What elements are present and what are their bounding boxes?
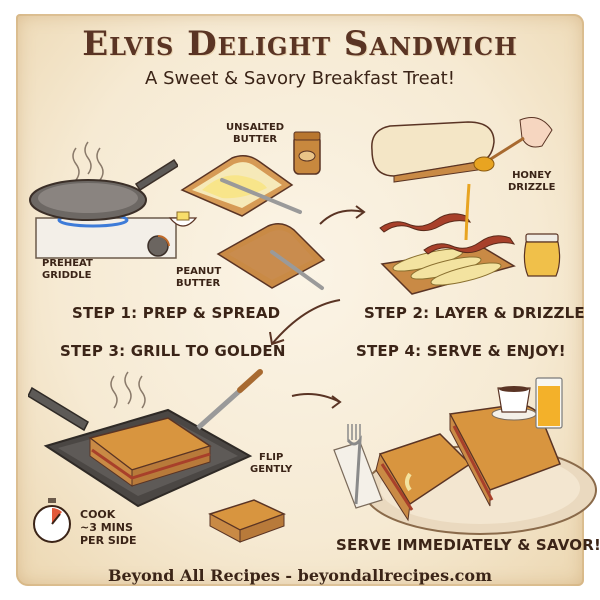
step-4-label: STEP 4: SERVE & ENJOY! [356,342,566,360]
butter-toast-icon [172,150,302,220]
step-3-label: STEP 3: GRILL TO GOLDEN [60,342,286,360]
honey-jar-icon [522,232,562,280]
arrow-icon [318,202,368,228]
arrow-icon [290,388,346,412]
grill-pan-sandwich-icon [28,366,268,516]
page-title: Elvis Delight Sandwich [82,24,518,64]
serve-note: SERVE IMMEDIATELY & SAVOR! [336,536,600,554]
layered-sandwich-icon [374,180,554,300]
coffee-and-juice-icon [490,372,566,432]
step-1-label: STEP 1: PREP & SPREAD [72,304,281,322]
frying-pan-on-stove-icon [28,128,178,268]
honey-dipper-hand-icon [470,116,554,176]
peanut-butter-jar-icon [290,128,324,176]
plated-sandwich-icon [350,394,600,544]
step-2-label: STEP 2: LAYER & DRIZZLE [364,304,585,322]
fork-napkin-icon [330,420,386,510]
peanut-butter-toast-icon [212,218,328,292]
flipped-sandwich-icon [204,486,288,546]
pan-handle-icon [28,386,89,432]
butter-dish-icon [168,208,198,232]
footer-credit: Beyond All Recipes - beyondallrecipes.co… [107,566,493,585]
orange-juice-icon [538,386,560,426]
page-subtitle: A Sweet & Savory Breakfast Treat! [145,68,455,89]
stopwatch-icon [28,496,76,544]
curved-arrow-icon [264,296,344,352]
